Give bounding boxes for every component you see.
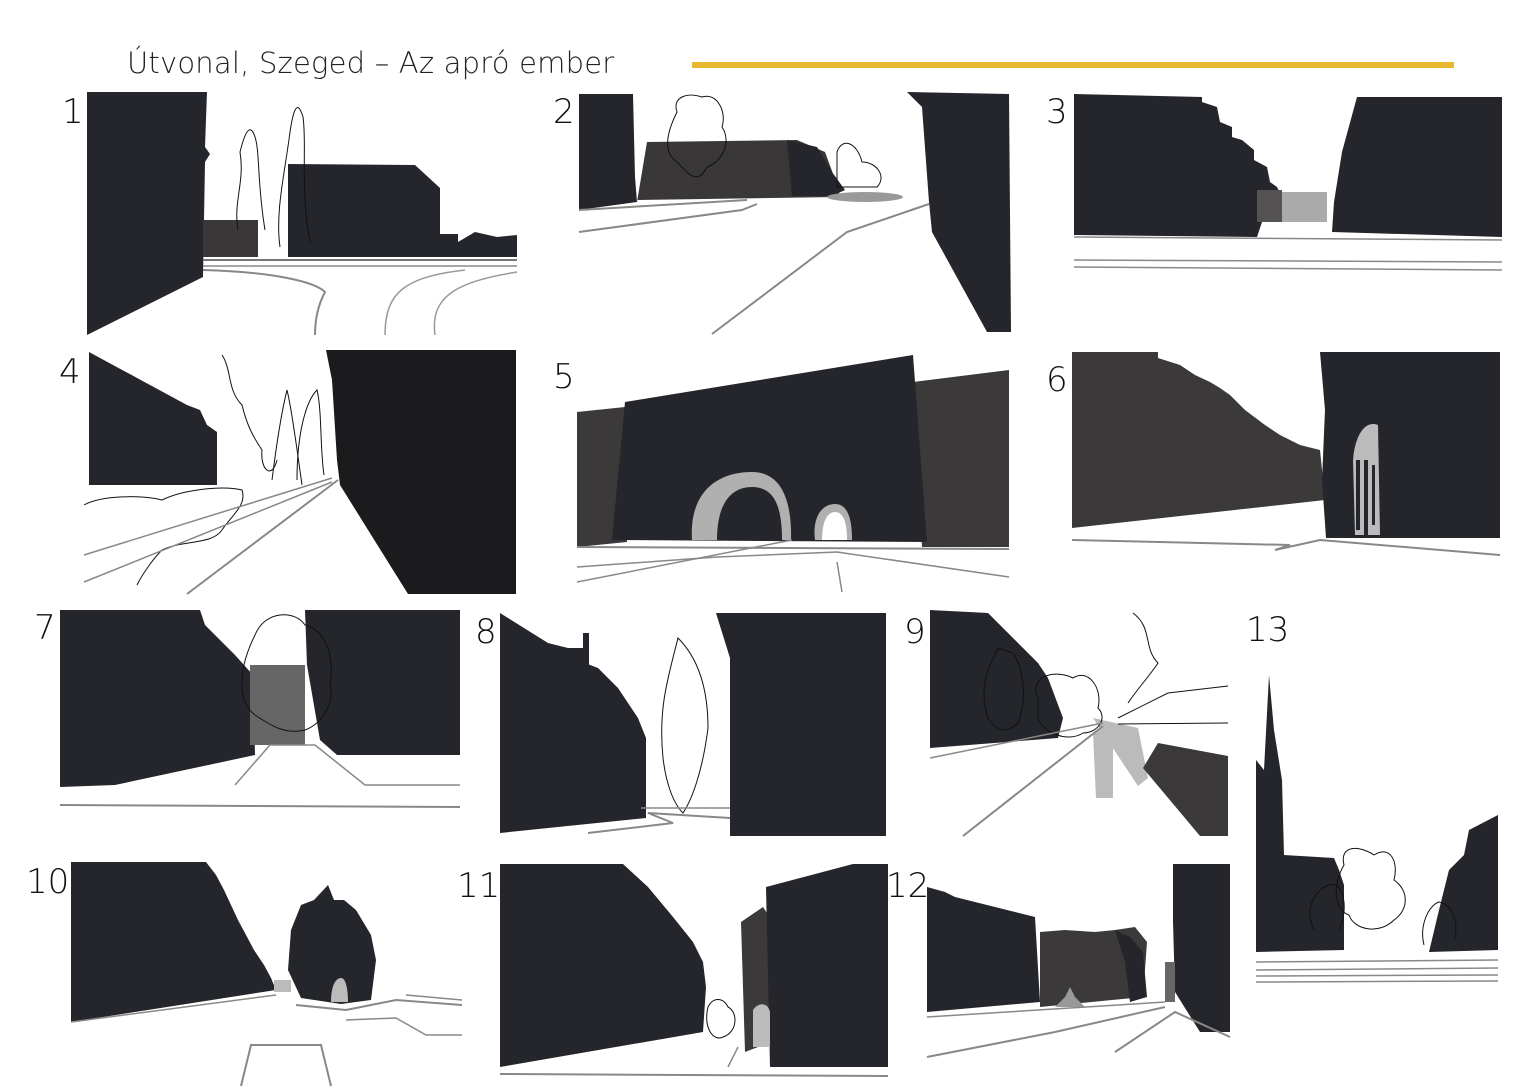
panel-number: 12	[886, 866, 930, 906]
panel-number: 13	[1246, 610, 1290, 650]
panel-number: 8	[475, 612, 497, 652]
panel-number: 9	[904, 612, 926, 652]
panel-number: 11	[457, 866, 501, 906]
panel-number: 1	[62, 92, 84, 132]
panel-number: 2	[553, 92, 575, 132]
panel-number: 3	[1046, 92, 1068, 132]
street-sketch-7	[55, 605, 462, 815]
panel-number: 6	[1046, 360, 1068, 400]
street-sketch-2	[577, 92, 1011, 335]
street-sketch-10	[66, 860, 462, 1088]
street-sketch-13	[1254, 670, 1500, 990]
street-sketch-6	[1070, 350, 1502, 562]
street-sketch-12	[925, 862, 1232, 1062]
accent-divider	[692, 62, 1454, 68]
street-sketch-4	[82, 350, 518, 596]
street-sketch-11	[498, 862, 890, 1078]
page-title: Útvonal, Szeged – Az apró ember	[127, 46, 615, 80]
street-sketch-1	[85, 92, 517, 335]
street-sketch-8	[498, 608, 888, 840]
panel-number: 7	[34, 608, 56, 648]
street-sketch-5	[577, 352, 1011, 592]
street-sketch-9	[928, 608, 1230, 838]
panel-number: 4	[59, 352, 81, 392]
panel-number: 5	[553, 357, 575, 397]
street-sketch-3	[1072, 92, 1504, 272]
panel-number: 10	[26, 862, 70, 902]
